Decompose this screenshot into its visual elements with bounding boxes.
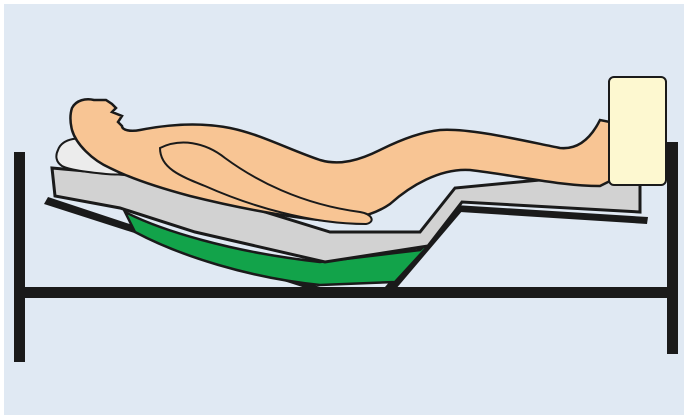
bed-foot-post (667, 142, 678, 354)
foot-block (609, 77, 666, 185)
bed-head-post (14, 152, 25, 362)
bed-base-rail (25, 287, 668, 298)
